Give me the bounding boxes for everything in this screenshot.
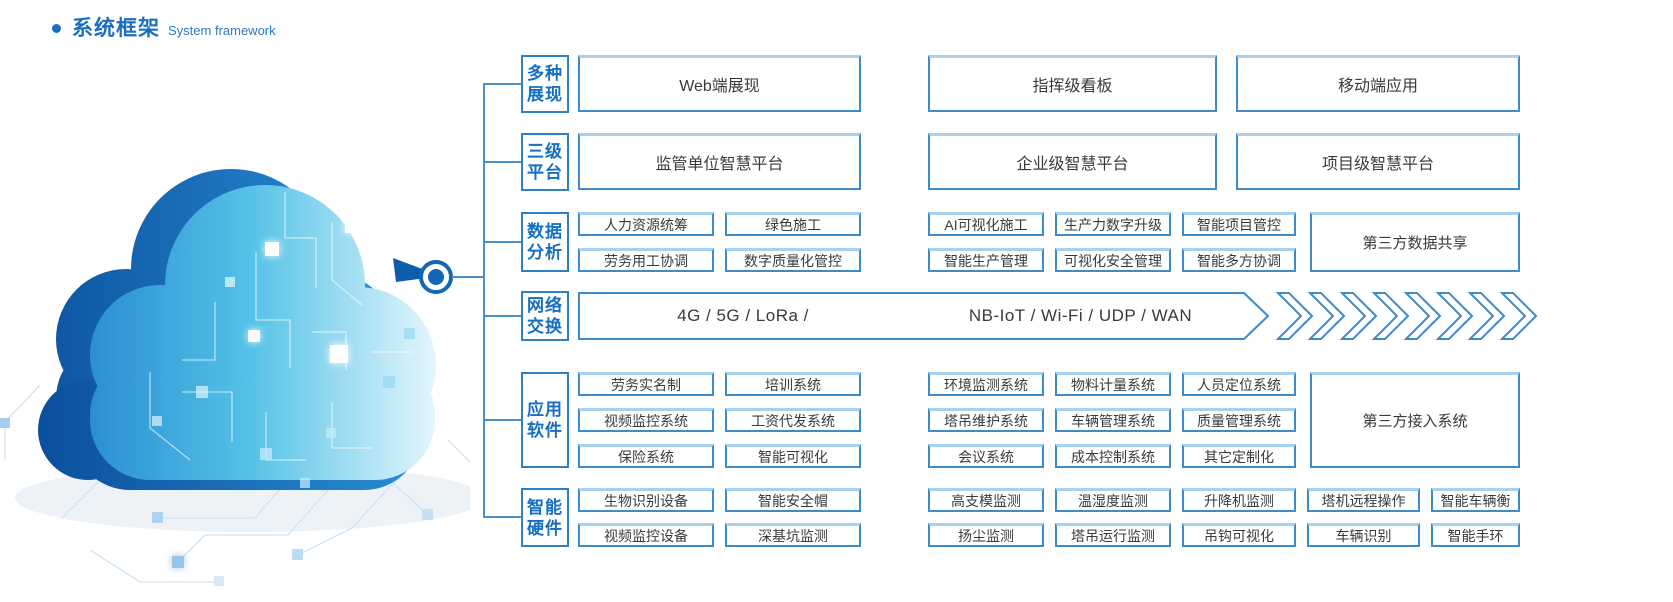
box-analysis: 人力资源统筹 — [578, 212, 714, 236]
circuit-nodes — [152, 220, 415, 488]
label-text: 硬件 — [527, 518, 563, 538]
box-software: 车辆管理系统 — [1055, 408, 1171, 432]
label-text: 数据 — [527, 222, 563, 241]
title-zh: 系统框架 — [72, 17, 160, 40]
box-software: 环境监测系统 — [928, 372, 1044, 396]
box-hardware: 升降机监测 — [1182, 488, 1296, 512]
row-label-network: 网络 交换 — [521, 291, 569, 341]
box-hardware: 吊钩可视化 — [1182, 523, 1296, 547]
cloud-connector-dot — [428, 269, 444, 285]
row-label-hardware: 智能 硬件 — [521, 488, 569, 547]
box-analysis: 智能生产管理 — [928, 248, 1044, 272]
cloud-illustration — [0, 169, 470, 586]
box-software: 工资代发系统 — [725, 408, 861, 432]
box-analysis: 绿色施工 — [725, 212, 861, 236]
box-web-display: Web端展现 — [578, 55, 861, 112]
box-hardware: 扬尘监测 — [928, 523, 1044, 547]
box-analysis: 数字质量化管控 — [725, 248, 861, 272]
box-software: 劳务实名制 — [578, 372, 714, 396]
bullet-icon — [52, 23, 61, 33]
box-analysis: 智能项目管控 — [1182, 212, 1296, 236]
box-analysis: AI可视化施工 — [928, 212, 1044, 236]
label-text: 网络 — [527, 296, 563, 315]
box-hardware: 温湿度监测 — [1055, 488, 1171, 512]
box-hardware: 塔吊运行监测 — [1055, 523, 1171, 547]
box-software: 人员定位系统 — [1182, 372, 1296, 396]
box-third-party-data: 第三方数据共享 — [1310, 212, 1520, 272]
box-regulator-platform: 监管单位智慧平台 — [578, 133, 861, 190]
box-hardware: 智能安全帽 — [725, 488, 861, 512]
label-text: 多种 — [527, 64, 563, 83]
box-hardware: 智能车辆衡 — [1431, 488, 1520, 512]
page-title: 系统框架 System framework — [52, 12, 276, 42]
label-text: 分析 — [527, 243, 563, 262]
box-software: 培训系统 — [725, 372, 861, 396]
branch-line — [483, 419, 523, 421]
box-software: 视频监控系统 — [578, 408, 714, 432]
row-label-platform: 三级 平台 — [521, 133, 569, 191]
box-hardware: 视频监控设备 — [578, 523, 714, 547]
box-software: 其它定制化 — [1182, 444, 1296, 468]
label-text: 展现 — [527, 85, 563, 104]
box-enterprise-platform: 企业级智慧平台 — [928, 133, 1217, 190]
branch-line — [483, 315, 523, 317]
network-protocols-right: NB-IoT / Wi-Fi / UDP / WAN — [968, 306, 1193, 325]
branch-line — [483, 83, 523, 85]
box-software: 智能可视化 — [725, 444, 861, 468]
box-hardware: 塔机远程操作 — [1307, 488, 1420, 512]
box-mobile-app: 移动端应用 — [1236, 55, 1520, 112]
box-analysis: 智能多方协调 — [1182, 248, 1296, 272]
box-software: 保险系统 — [578, 444, 714, 468]
branch-line — [483, 516, 523, 518]
box-command-board: 指挥级看板 — [928, 55, 1217, 112]
box-analysis: 劳务用工协调 — [578, 248, 714, 272]
branch-line — [483, 241, 523, 243]
box-software: 塔吊维护系统 — [928, 408, 1044, 432]
title-en: System framework — [168, 23, 276, 38]
box-hardware: 深基坑监测 — [725, 523, 861, 547]
cloud-connector-node — [419, 260, 453, 294]
box-software: 成本控制系统 — [1055, 444, 1171, 468]
box-hardware: 生物识别设备 — [578, 488, 714, 512]
box-hardware: 智能手环 — [1431, 523, 1520, 547]
label-text: 交换 — [527, 317, 563, 336]
label-text: 平台 — [527, 163, 563, 182]
label-text: 软件 — [527, 421, 563, 440]
label-text: 应用 — [527, 400, 563, 419]
box-analysis: 可视化安全管理 — [1055, 248, 1171, 272]
trunk-line — [483, 83, 485, 518]
box-software: 会议系统 — [928, 444, 1044, 468]
row-label-analysis: 数据 分析 — [521, 212, 569, 272]
label-text: 三级 — [527, 142, 563, 161]
box-software: 物料计量系统 — [1055, 372, 1171, 396]
box-software: 质量管理系统 — [1182, 408, 1296, 432]
branch-line — [483, 161, 523, 163]
box-hardware: 高支模监测 — [928, 488, 1044, 512]
box-analysis: 生产力数字升级 — [1055, 212, 1171, 236]
label-text: 智能 — [527, 497, 563, 517]
row-label-software: 应用 软件 — [521, 372, 569, 468]
box-hardware: 车辆识别 — [1307, 523, 1420, 547]
connector-line — [452, 276, 484, 278]
box-project-platform: 项目级智慧平台 — [1236, 133, 1520, 190]
network-protocols-left: 4G / 5G / LoRa / — [677, 306, 809, 325]
row-label-display: 多种 展现 — [521, 55, 569, 113]
box-third-party-access: 第三方接入系统 — [1310, 372, 1520, 468]
network-arrow-graphic — [578, 292, 1538, 340]
